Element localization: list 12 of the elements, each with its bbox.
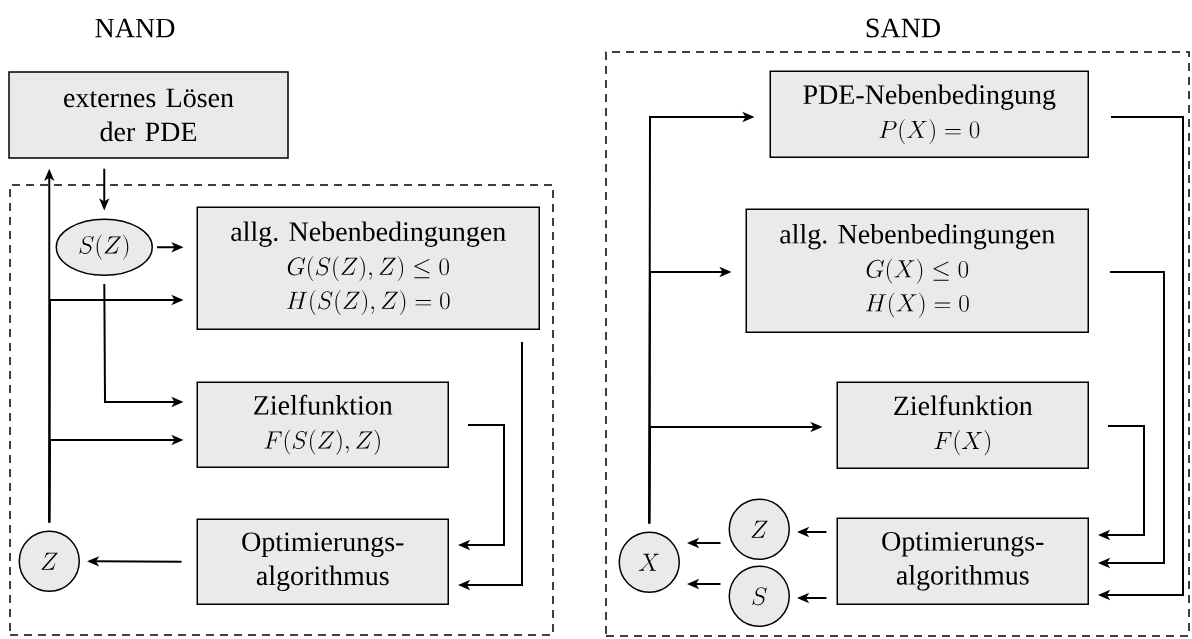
dashed-frame [9,184,554,636]
process-box: PDE-Nebenbedingung $P(X) = 0$ [769,70,1089,158]
process-box: Optimierungs-algorithmus [196,518,449,605]
process-box: Optimierungs-algorithmus [836,517,1089,605]
process-box: Zielfunktion $F(S(Z),Z)$ [196,381,449,468]
process-box: allg. Nebenbedingungen $G(X) \leq 0$ $H(X) = 0$ [745,208,1089,333]
process-box: Zielfunktion $F(X)$ [836,381,1089,469]
dashed-frame [605,51,1190,637]
frame-heading: SAND [866,18,940,38]
process-box: allg. Nebenbedingungen $G(S(Z),Z) \leq 0$ $H(S(Z),Z) = 0$ [196,206,540,330]
process-box: externes Lösen der PDE [8,71,289,159]
frame-heading: NAND [95,18,175,38]
